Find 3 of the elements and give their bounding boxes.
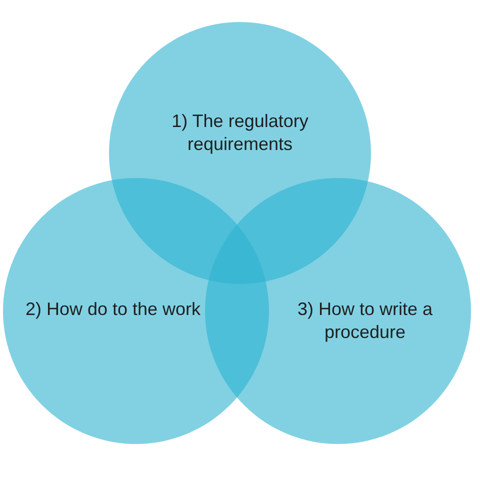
- circle-label: 2) How do to the work: [24, 298, 202, 321]
- circle-label: 1) The regulatory requirements: [170, 110, 310, 156]
- circle-label: 3) How to write a procedure: [296, 298, 434, 344]
